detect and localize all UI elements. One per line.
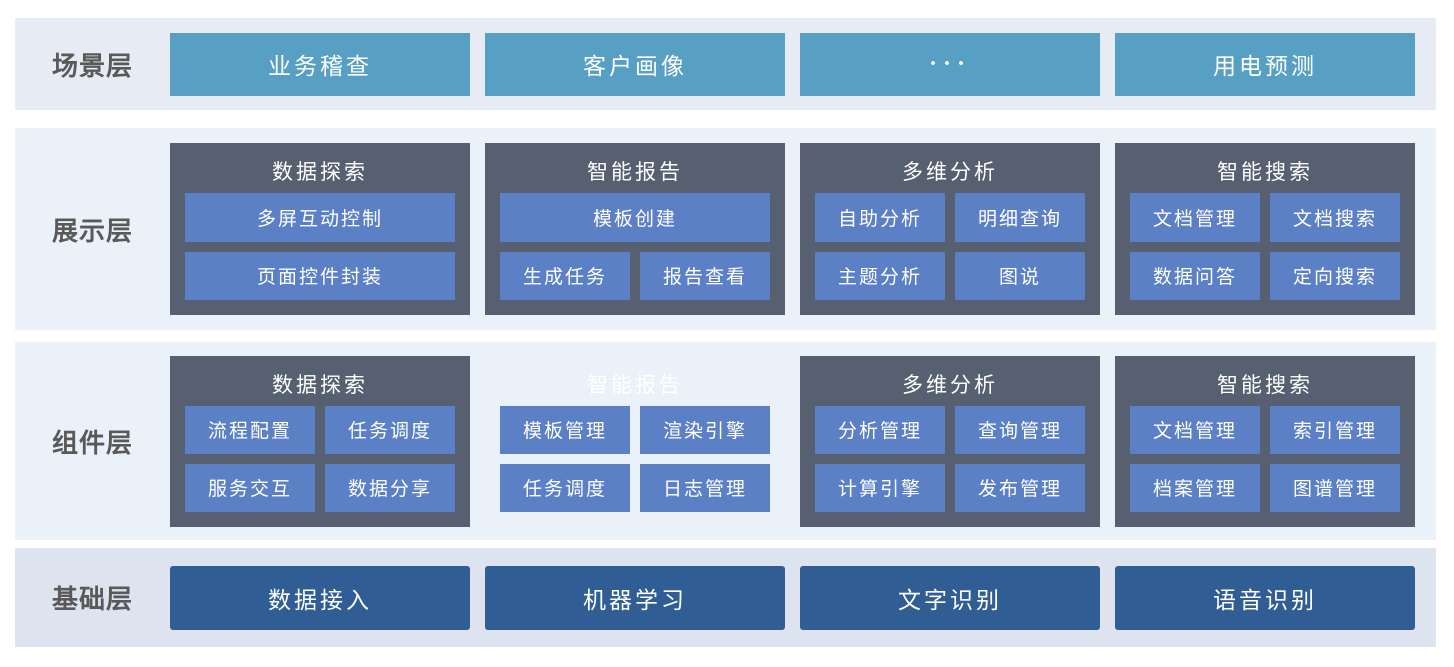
item-query-manage: 查询管理 [955,405,1085,454]
item-archive-manage: 档案管理 [1130,463,1260,512]
item-self-analysis: 自助分析 [815,193,945,242]
item-doc-manage: 文档管理 [1130,193,1260,242]
group-title: 智能搜索 [1217,372,1313,397]
item-graph-manage: 图谱管理 [1270,463,1400,512]
layer-label-base: 基础层 [51,584,133,614]
component-group-multidim-analysis: 多维分析 分析管理 查询管理 计算引擎 发布管理 [800,355,1100,527]
base-box-machine-learning: 机器学习 [485,565,785,630]
scene-box-power-forecast: 用电预测 [1115,32,1415,96]
item-doc-search: 文档搜索 [1270,193,1400,242]
layer-band-component: 组件层 数据探索 流程配置 任务调度 服务交互 数据分享 智能报告 模板管理 渲… [15,342,1436,540]
item-task-schedule: 任务调度 [500,463,630,512]
item-generate-task: 生成任务 [500,251,630,300]
display-group-smart-report: 智能报告 模板创建 生成任务 报告查看 [485,143,785,315]
item-data-share: 数据分享 [325,463,455,512]
group-title: 多维分析 [902,372,998,397]
scene-boxes: 业务稽查 客户画像 ··· 用电预测 [170,32,1415,96]
item-data-qa: 数据问答 [1130,251,1260,300]
base-box-ocr: 文字识别 [800,565,1100,630]
layer-band-base: 基础层 数据接入 机器学习 文字识别 语音识别 [15,548,1436,647]
item-doc-manage: 文档管理 [1130,405,1260,454]
item-analysis-manage: 分析管理 [815,405,945,454]
scene-box-ellipsis: ··· [800,32,1100,96]
base-box-speech-recognition: 语音识别 [1115,565,1415,630]
item-chart-story: 图说 [955,251,1085,300]
item-report-view: 报告查看 [640,251,770,300]
item-template-create: 模板创建 [500,193,770,242]
item-topic-analysis: 主题分析 [815,251,945,300]
item-index-manage: 索引管理 [1270,405,1400,454]
base-box-data-access: 数据接入 [170,565,470,630]
base-boxes: 数据接入 机器学习 文字识别 语音识别 [170,565,1415,630]
layer-label-display: 展示层 [51,215,133,246]
item-log-manage: 日志管理 [640,463,770,512]
display-group-smart-search: 智能搜索 文档管理 文档搜索 数据问答 定向搜索 [1115,143,1415,315]
layer-label-scene: 场景层 [51,50,133,81]
scene-box-customer-profile: 客户画像 [485,32,785,96]
layer-label-component: 组件层 [51,427,133,458]
group-title: 多维分析 [902,160,998,184]
group-title: 智能报告 [587,372,683,397]
group-title: 智能报告 [587,160,683,184]
component-group-smart-search: 智能搜索 文档管理 索引管理 档案管理 图谱管理 [1115,355,1415,527]
item-page-widget-package: 页面控件封装 [185,251,455,300]
scene-box-business-audit: 业务稽查 [170,32,470,96]
component-group-data-explore: 数据探索 流程配置 任务调度 服务交互 数据分享 [170,355,470,527]
layer-band-display: 展示层 数据探索 多屏互动控制 页面控件封装 智能报告 模板创建 生成任务 报告… [15,128,1436,330]
item-detail-query: 明细查询 [955,193,1085,242]
item-compute-engine: 计算引擎 [815,463,945,512]
group-title: 数据探索 [272,372,368,397]
component-group-smart-report: 智能报告 模板管理 渲染引擎 任务调度 日志管理 [485,356,785,527]
item-multiscreen-control: 多屏互动控制 [185,193,455,242]
item-publish-manage: 发布管理 [955,463,1085,512]
item-directed-search: 定向搜索 [1270,251,1400,300]
group-title: 数据探索 [272,160,368,184]
item-render-engine: 渲染引擎 [640,405,770,454]
item-service-interact: 服务交互 [185,463,315,512]
layer-band-scene: 场景层 业务稽查 客户画像 ··· 用电预测 [15,18,1436,110]
display-group-multidim-analysis: 多维分析 自助分析 明细查询 主题分析 图说 [800,143,1100,315]
item-flow-config: 流程配置 [185,405,315,454]
group-title: 智能搜索 [1217,160,1313,184]
display-groups: 数据探索 多屏互动控制 页面控件封装 智能报告 模板创建 生成任务 报告查看 多… [170,143,1415,315]
display-group-data-explore: 数据探索 多屏互动控制 页面控件封装 [170,143,470,315]
component-groups: 数据探索 流程配置 任务调度 服务交互 数据分享 智能报告 模板管理 渲染引擎 … [170,355,1415,527]
item-template-manage: 模板管理 [500,405,630,454]
item-task-schedule: 任务调度 [325,405,455,454]
